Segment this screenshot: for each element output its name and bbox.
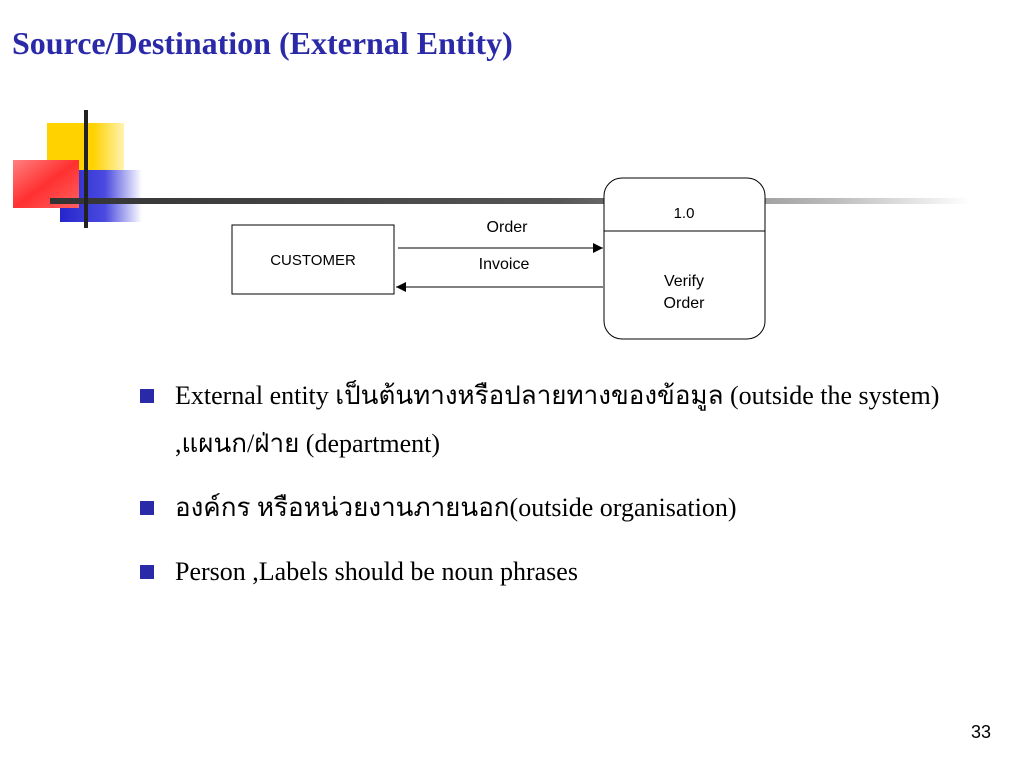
bullet-item: External entity เป็นต้นทางหรือปลายทางของ… (140, 372, 1000, 468)
process-id: 1.0 (674, 205, 695, 222)
deco-vertical-line (84, 110, 88, 228)
page-number: 33 (970, 722, 991, 742)
bullet-text: องค์กร หรือหน่วยงานภายนอก(outside organi… (175, 493, 737, 522)
data-flow-diagram: CUSTOMER 1.0 Verify Order Order Invoice (231, 177, 766, 340)
slide-title: Source/Destination (External Entity) (12, 25, 513, 61)
flow-order-label: Order (487, 219, 529, 236)
external-entity-label: CUSTOMER (270, 252, 356, 269)
deco-horizontal-line (50, 198, 970, 204)
external-entity-customer: CUSTOMER (231, 224, 395, 295)
square-bullet-icon (140, 501, 154, 515)
process-box (603, 177, 766, 340)
process-label-line2: Order (664, 295, 706, 312)
bullet-item: องค์กร หรือหน่วยงานภายนอก(outside organi… (140, 488, 1000, 528)
square-bullet-icon (140, 565, 154, 579)
flow-invoice-label: Invoice (479, 256, 530, 273)
square-bullet-icon (140, 389, 154, 403)
external-entity-box (231, 224, 395, 295)
bullet-text: Person ,Labels should be noun phrases (175, 557, 578, 586)
bullet-text: External entity เป็นต้นทางหรือปลายทางของ… (175, 381, 940, 458)
bullet-item: Person ,Labels should be noun phrases (140, 552, 1000, 592)
process-label-line1: Verify (664, 273, 704, 290)
process-verify-order: 1.0 Verify Order (603, 177, 766, 340)
bullet-list: External entity เป็นต้นทางหรือปลายทางของ… (140, 372, 1000, 592)
decorative-logo (13, 110, 970, 228)
